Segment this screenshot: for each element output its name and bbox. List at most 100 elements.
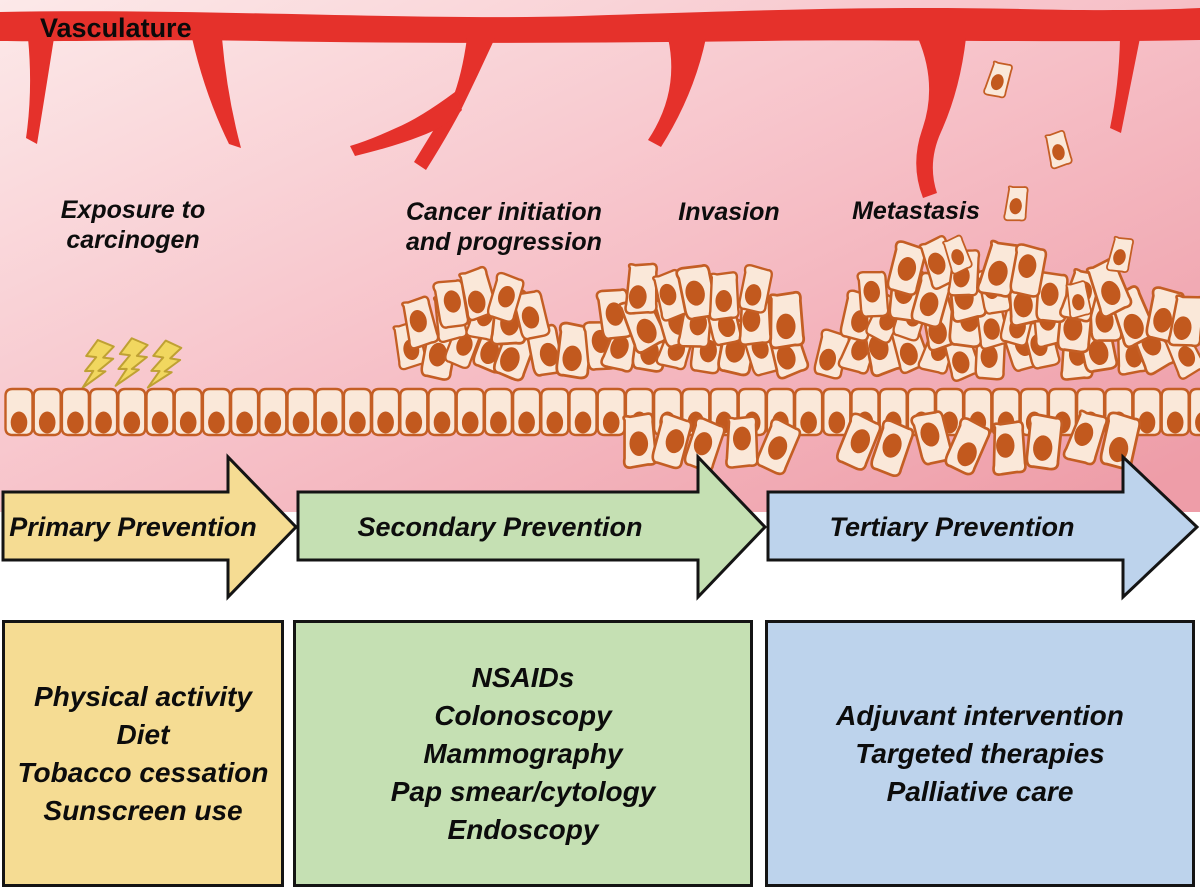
cell [1106, 235, 1134, 273]
epithelium-and-tumor-cells [4, 60, 1200, 478]
secondary-prevention-arrow [296, 453, 768, 601]
cell [4, 387, 34, 437]
cell [455, 387, 485, 437]
blood-vessel [350, 92, 462, 156]
cell [992, 420, 1027, 476]
cell [399, 387, 429, 437]
cell [651, 412, 693, 470]
cell [145, 387, 175, 437]
cell [768, 290, 806, 350]
cell [983, 60, 1013, 99]
cell [88, 387, 119, 437]
cell [286, 387, 316, 437]
lightning-bolt-icon [146, 339, 183, 389]
intervention-item: Adjuvant intervention [836, 699, 1124, 731]
vasculature-label: Vasculature [40, 13, 192, 43]
blood-vessels [26, 38, 1140, 198]
cell [1065, 280, 1092, 319]
intervention-item: Palliative care [886, 775, 1074, 807]
stage-label-invasion: Invasion [678, 198, 779, 226]
cell [622, 412, 658, 469]
cell [486, 271, 525, 323]
cell [683, 416, 726, 473]
stage-label-initiation-line1: Cancer initiation [406, 198, 602, 226]
prevention-arrows: Primary Prevention Secondary Prevention … [1, 453, 1200, 601]
tertiary-prevention-arrow [766, 453, 1200, 601]
cell [1025, 413, 1064, 471]
cell [738, 264, 773, 314]
primary-prevention-arrow-label: Primary Prevention [9, 512, 257, 542]
cell [675, 263, 719, 321]
cell [1085, 257, 1133, 318]
cell [201, 387, 232, 437]
intervention-item: Mammography [423, 737, 623, 769]
cell [822, 387, 852, 437]
cell [60, 387, 91, 437]
cell [708, 271, 740, 321]
carcinogen-bolts [81, 337, 183, 389]
cell [918, 235, 961, 290]
cell [1188, 387, 1200, 437]
stage-label-exposure-line2: carcinogen [66, 226, 199, 254]
cell [1003, 185, 1029, 222]
intervention-item: Physical activity [34, 680, 252, 712]
cell [258, 387, 288, 437]
tertiary-prevention-box: Adjuvant intervention Targeted therapies… [765, 620, 1195, 887]
cell [944, 416, 991, 476]
cell [793, 387, 824, 437]
cell [836, 412, 882, 471]
stage-label-metastasis: Metastasis [852, 197, 980, 225]
intervention-item: Targeted therapies [855, 737, 1105, 769]
cell [483, 387, 514, 437]
lightning-bolt-icon [114, 337, 149, 387]
cell [1167, 294, 1200, 348]
cell [427, 387, 457, 437]
intervention-item: Sunscreen use [43, 794, 243, 826]
cell [314, 387, 344, 437]
cell [756, 417, 802, 476]
blood-vessel [1110, 38, 1140, 133]
tertiary-prevention-arrow-label: Tertiary Prevention [829, 512, 1074, 542]
cell [32, 387, 62, 437]
cell [1009, 243, 1048, 298]
cell [886, 240, 927, 296]
cell [511, 387, 542, 437]
stage-label-exposure-line1: Exposure to [61, 196, 205, 224]
intervention-item: Tobacco cessation [17, 756, 269, 788]
cell [624, 262, 658, 315]
cell [342, 387, 373, 437]
cell [856, 270, 890, 318]
blood-vessel [192, 38, 241, 148]
cell [555, 321, 594, 380]
cell [1044, 129, 1073, 170]
secondary-prevention-box: NSAIDs Colonoscopy Mammography Pap smear… [293, 620, 753, 887]
cell [370, 387, 401, 437]
cell [568, 387, 598, 437]
cell [942, 234, 973, 275]
intervention-item: Diet [116, 718, 170, 750]
intervention-item: Colonoscopy [434, 699, 612, 731]
vasculature-band [0, 7, 1200, 43]
intervention-item: Endoscopy [447, 813, 599, 845]
intervention-item: NSAIDs [471, 661, 575, 693]
stage-labels: Exposure to carcinogen Cancer initiation… [61, 196, 980, 256]
cell [432, 279, 470, 329]
cell [117, 387, 147, 437]
primary-prevention-arrow [1, 453, 299, 601]
cell [540, 387, 570, 437]
cell [173, 387, 203, 437]
cancer-progression-illustration: Vasculature Exposure to carcinogen Cance… [0, 0, 1200, 601]
cell [725, 415, 759, 469]
primary-prevention-box: Physical activity Diet Tobacco cessation… [2, 620, 284, 887]
cell [596, 387, 626, 437]
cell [401, 295, 440, 350]
lightning-bolt-icon [81, 339, 115, 389]
cell [1062, 409, 1108, 466]
cell [1160, 387, 1190, 437]
stage-label-initiation-line2: and progression [406, 228, 602, 256]
cell [870, 419, 915, 478]
blood-vessel [648, 38, 706, 147]
blood-vessel [916, 38, 966, 198]
cell [229, 387, 260, 437]
